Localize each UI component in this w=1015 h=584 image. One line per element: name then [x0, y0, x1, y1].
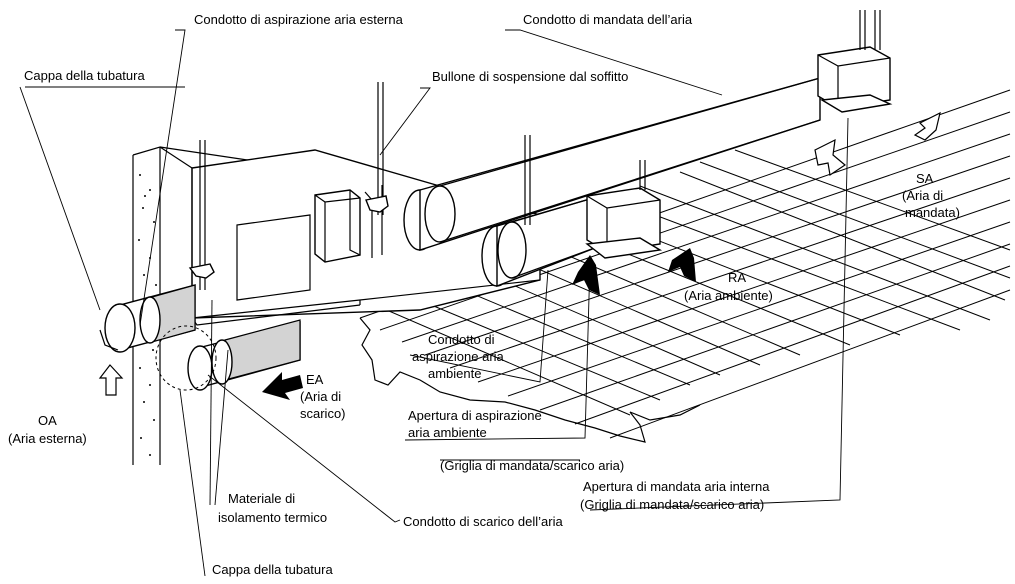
room-intake-grille-box [585, 187, 663, 259]
label-exhaust-duct: Condotto di scarico dell’aria [403, 514, 563, 529]
label-ea-sub1: (Aria di [300, 389, 341, 404]
label-ceiling-bolt: Bullone di sospensione dal soffitto [432, 69, 628, 84]
ea-arrow [262, 372, 303, 400]
label-insulation-2: isolamento termico [218, 510, 327, 525]
label-room-intake-opening-2: aria ambiente [408, 425, 487, 440]
label-room-intake-opening-1: Apertura di aspirazione [408, 408, 542, 423]
label-pipe-hood-top: Cappa della tubatura [24, 68, 145, 83]
airflow-arrows [98, 111, 941, 400]
label-ea-title: EA [306, 372, 324, 387]
label-ra-title: RA [728, 270, 746, 285]
label-oa-sub: (Aria esterna) [8, 431, 87, 446]
label-ra-sub: (Aria ambiente) [684, 288, 773, 303]
exhaust-duct-pipe [155, 319, 301, 391]
sa-arrow-2 [913, 111, 941, 141]
label-grille-2: (Griglia di mandata/scarico aria) [580, 497, 764, 512]
leader-lines [19, 29, 849, 577]
label-room-intake-duct-1: Condotto di [428, 332, 495, 347]
label-sa-sub2: mandata) [905, 205, 960, 220]
label-supply-duct: Condotto di mandata dell’aria [523, 12, 693, 27]
label-pipe-hood-bottom: Cappa della tubatura [212, 562, 333, 577]
label-room-intake-duct-3: ambiente [428, 366, 481, 381]
ra-arrow-2 [668, 248, 696, 282]
label-oa-title: OA [38, 413, 57, 428]
supply-duct-pipe [403, 77, 821, 251]
label-outdoor-intake-duct: Condotto di aspirazione aria esterna [194, 12, 404, 27]
label-ea-sub2: scarico) [300, 406, 346, 421]
ra-arrow-1 [572, 255, 600, 295]
indoor-supply-grille-box [817, 46, 893, 113]
label-grille-1: (Griglia di mandata/scarico aria) [440, 458, 624, 473]
outdoor-intake-duct-pipe [99, 284, 196, 353]
oa-arrow [98, 364, 124, 396]
label-insulation-1: Materiale di [228, 491, 295, 506]
hanger-bolts [188, 10, 881, 290]
ceiling-grid [359, 89, 1011, 443]
label-sa-sub1: (Aria di [902, 188, 943, 203]
labels: Condotto di aspirazione aria esterna Con… [8, 12, 960, 577]
sa-arrow-1 [814, 138, 847, 177]
label-sa-title: SA [916, 171, 934, 186]
label-indoor-supply-opening: Apertura di mandata aria interna [583, 479, 770, 494]
room-intake-duct-pipe [481, 195, 601, 288]
label-room-intake-duct-2: aspirazione aria [412, 349, 505, 364]
